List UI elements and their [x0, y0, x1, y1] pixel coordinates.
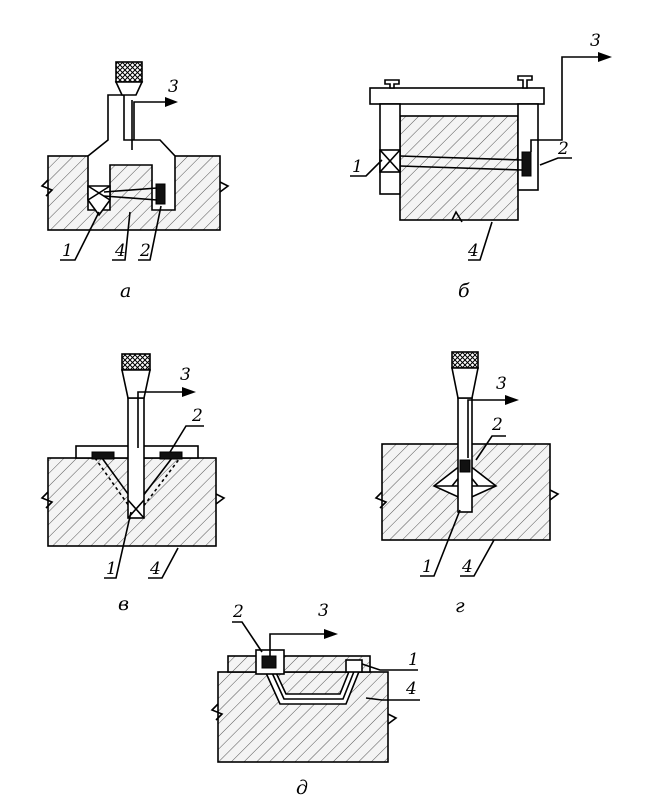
clamp-bar-b — [369, 87, 545, 105]
label-3-d: 3 — [318, 601, 329, 621]
label-4-b: 4 — [467, 241, 479, 261]
label-2-d: 2 — [232, 602, 244, 622]
label-4-d: 4 — [405, 679, 417, 699]
scheme-a: 3 1 4 2 а — [40, 61, 230, 302]
sensor-a — [155, 183, 166, 205]
emitter-d — [345, 659, 363, 673]
base-block-d — [217, 671, 389, 763]
sensor-ring-left-v — [91, 451, 115, 460]
left-leg-b — [379, 103, 401, 195]
label-4-a: 4 — [114, 241, 126, 261]
caption-a: а — [120, 280, 131, 302]
stem-v — [127, 397, 145, 519]
label-3-a: 3 — [168, 77, 179, 97]
label-3-g: 3 — [496, 374, 507, 394]
label-2-v: 2 — [191, 406, 203, 426]
label-1-b: 1 — [352, 157, 363, 177]
right-leg-b — [517, 103, 539, 191]
label-4-g: 4 — [461, 557, 473, 577]
label-2-b: 2 — [557, 139, 569, 159]
label-3-b: 3 — [590, 31, 601, 51]
caption-d: д — [296, 777, 308, 799]
label-1-g: 1 — [422, 557, 433, 577]
scheme-g: 3 2 1 4 г — [374, 351, 560, 617]
sensor-g — [459, 459, 471, 473]
scheme-d: 3 2 1 4 д — [210, 601, 420, 799]
label-1-d: 1 — [408, 650, 419, 670]
knurled-cap-a — [115, 61, 143, 83]
base-block-a — [47, 155, 221, 231]
knurled-cap-v — [121, 353, 151, 371]
label-2-a: 2 — [139, 241, 151, 261]
knurled-cap-g — [451, 351, 479, 369]
scheme-b: 3 1 2 4 б — [350, 31, 612, 302]
label-2-g: 2 — [491, 415, 503, 435]
label-4-v: 4 — [149, 559, 161, 579]
label-3-v: 3 — [180, 365, 191, 385]
caption-v: в — [118, 593, 129, 615]
scheme-v: 3 2 1 4 в — [40, 353, 226, 615]
stem-g — [457, 397, 473, 513]
u-frame-a — [87, 94, 176, 211]
caption-g: г — [455, 595, 465, 617]
sensor-b — [521, 151, 532, 177]
caption-b: б — [458, 280, 470, 302]
sensor-ring-right-v — [159, 451, 183, 460]
label-1-v: 1 — [106, 559, 117, 579]
label-1-a: 1 — [62, 241, 73, 261]
sensor-d — [261, 655, 277, 669]
